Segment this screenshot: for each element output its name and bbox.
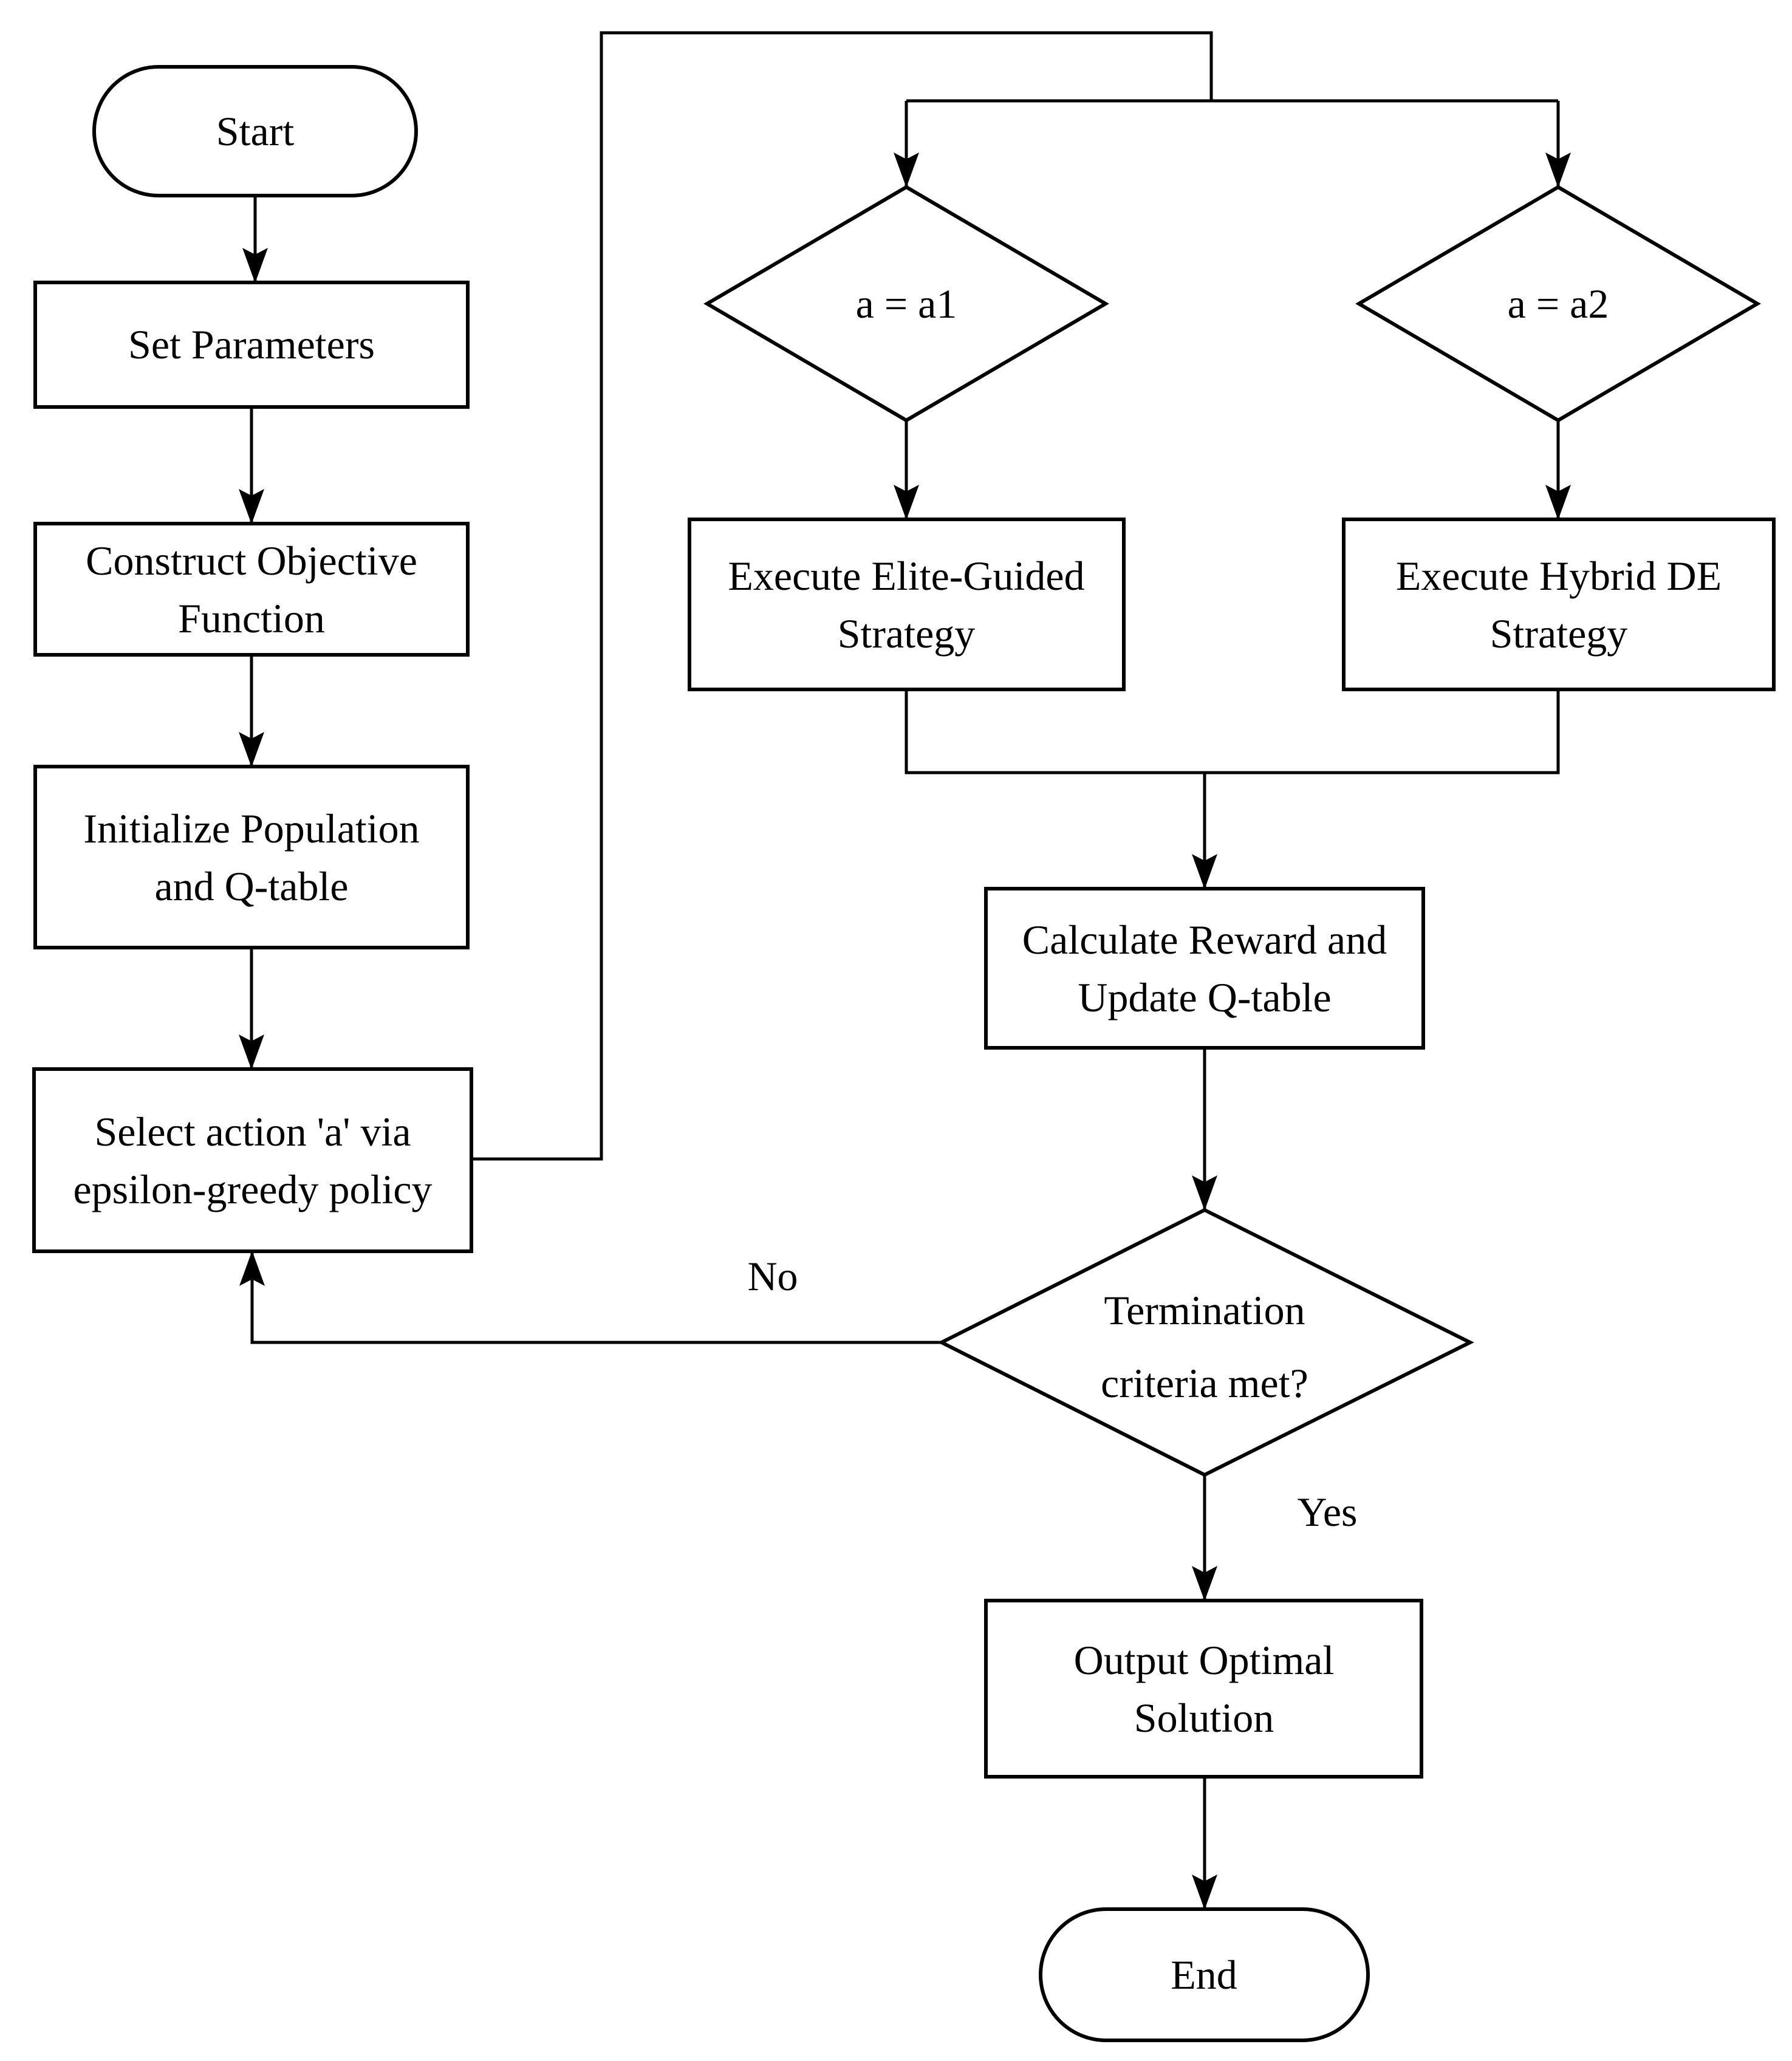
decision-a1-label: a = a1 (856, 281, 957, 327)
yes-edge-label: Yes (1298, 1489, 1358, 1535)
set-parameters-node (33, 281, 470, 409)
edge-merge-line (905, 689, 1560, 774)
construct-objective-node (33, 522, 470, 657)
execute-elite-node (688, 518, 1126, 691)
output-solution-label-line1: Output Optimal (1074, 1637, 1335, 1683)
output-solution-node (984, 1599, 1423, 1779)
edge-select-action-loop (471, 31, 1213, 1161)
select-action-label-line2: epsilon-greedy policy (73, 1166, 432, 1212)
select-action-label-line1: Select action 'a' via (94, 1109, 411, 1155)
execute-elite-label-line2: Strategy (838, 610, 976, 657)
calculate-reward-label-line2: Update Q-table (1078, 974, 1331, 1020)
start-label: Start (216, 108, 295, 154)
edge-no-loop-to-select-action (239, 1251, 942, 1344)
end-label: End (1171, 1952, 1237, 1998)
decision-a1-node (703, 185, 1109, 423)
select-action-node (32, 1067, 473, 1253)
initialize-population-label-line1: Initialize Population (83, 805, 419, 852)
set-parameters-label: Set Parameters (128, 321, 375, 367)
decision-a2-node (1355, 185, 1761, 423)
no-edge-label: No (747, 1253, 798, 1299)
output-solution-label-line2: Solution (1134, 1695, 1274, 1741)
execute-elite-label-line1: Execute Elite-Guided (728, 553, 1084, 599)
execute-hybrid-node (1342, 518, 1776, 691)
termination-label-line2: criteria met? (1101, 1360, 1308, 1406)
start-node (92, 65, 418, 197)
end-node (1039, 1907, 1370, 2042)
initialize-population-node (33, 765, 470, 949)
execute-hybrid-label-line2: Strategy (1490, 610, 1628, 657)
initialize-population-label-line2: and Q-table (154, 863, 348, 909)
calculate-reward-label-line1: Calculate Reward and (1022, 917, 1387, 963)
calculate-reward-node (984, 887, 1425, 1050)
construct-objective-label-line1: Construct Objective (86, 538, 417, 584)
construct-objective-label-line2: Function (178, 595, 325, 641)
execute-hybrid-label-line1: Execute Hybrid DE (1396, 553, 1722, 599)
termination-label-line1: Termination (1104, 1287, 1305, 1333)
decision-a2-label: a = a2 (1508, 281, 1609, 327)
termination-decision-node (937, 1208, 1474, 1477)
